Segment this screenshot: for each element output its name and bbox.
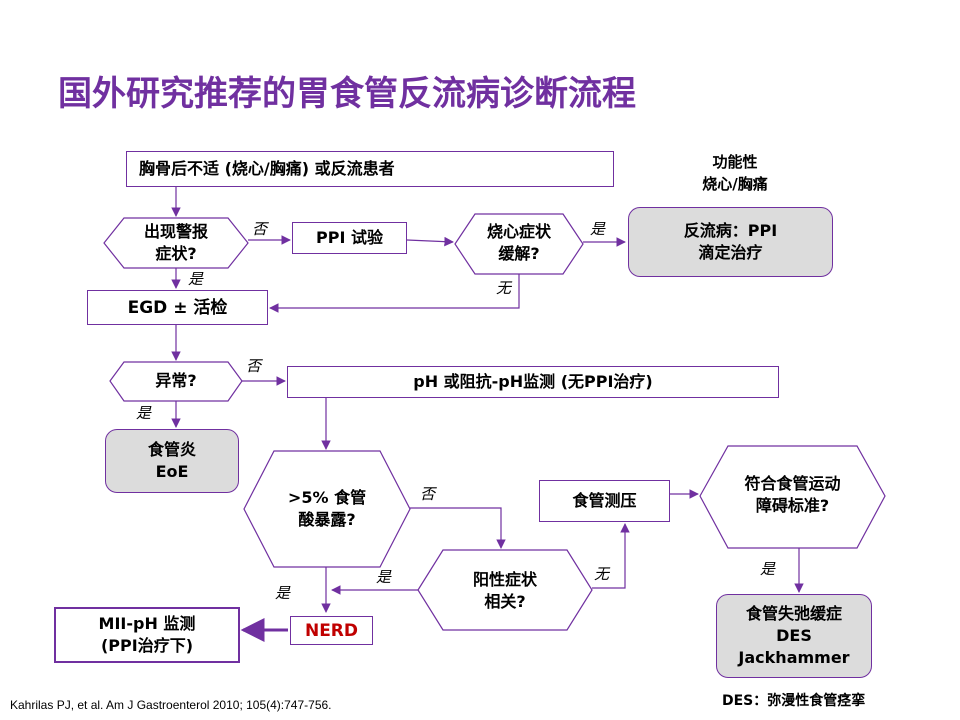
positive-label: 阳性症状 相关? <box>472 570 537 611</box>
label-abnormal-no: 否 <box>246 357 262 375</box>
start-box: 胸骨后不适 (烧心/胸痛) 或反流患者 <box>126 151 614 187</box>
start-label: 胸骨后不适 (烧心/胸痛) 或反流患者 <box>139 159 395 178</box>
edge-relief-egd <box>269 274 520 313</box>
ph-monitor-label: pH 或阻抗-pH监测 (无PPI治疗) <box>413 372 653 391</box>
hex-alarm <box>103 217 249 269</box>
hex-positive <box>417 549 593 631</box>
label-abnormal-yes: 是 <box>136 404 152 422</box>
hex-relief <box>454 213 584 275</box>
esophagitis-box: 食管炎 EoE <box>105 429 239 493</box>
egd-label: EGD ± 活检 <box>127 297 228 318</box>
motility-label: 符合食管运动 障碍标准? <box>744 474 841 515</box>
label-positive-no: 无 <box>594 565 610 583</box>
manometry-box: 食管测压 <box>539 480 670 522</box>
hex-acid <box>243 450 411 568</box>
manometry-label: 食管测压 <box>572 491 637 510</box>
edge-positive-manometry <box>592 523 630 589</box>
label-acid-no: 否 <box>420 485 436 503</box>
label-relief-yes: 是 <box>590 220 606 238</box>
edge-ppi-relief <box>406 236 454 247</box>
abnormal-label: 异常? <box>155 371 197 390</box>
label-acid-yes: 是 <box>376 568 392 586</box>
nerd-box: NERD <box>290 616 373 645</box>
acid-label: >5% 食管 酸暴露? <box>287 488 367 529</box>
label-alarm-no: 否 <box>252 220 268 238</box>
footnote: DES：弥漫性食管痉挛 <box>722 693 866 709</box>
functional-label: 功能性 烧心/胸痛 <box>702 153 768 193</box>
achalasia-box: 食管失弛缓症 DES Jackhammer <box>716 594 872 678</box>
egd-box: EGD ± 活检 <box>87 290 268 325</box>
label-motility-yes: 是 <box>760 560 776 578</box>
hex-motility <box>699 445 886 549</box>
label-relief-no: 无 <box>496 279 512 297</box>
relief-label: 烧心症状 缓解? <box>486 222 551 263</box>
mii-ph-box: MII-pH 监测 (PPI治疗下) <box>54 607 240 663</box>
ppi-trial-box: PPI 试验 <box>292 222 407 254</box>
alarm-label: 出现警报 症状? <box>143 222 208 263</box>
citation: Kahrilas PJ, et al. Am J Gastroenterol 2… <box>10 698 332 712</box>
edge-acid-positive <box>410 507 506 549</box>
label-alarm-yes: 是 <box>188 270 204 288</box>
ph-monitor-box: pH 或阻抗-pH监测 (无PPI治疗) <box>287 366 779 398</box>
reflux-ppi-box: 反流病：PPI 滴定治疗 <box>628 207 833 277</box>
nerd-label: NERD <box>304 620 359 641</box>
label-nerd-yes: 是 <box>275 584 291 602</box>
ppi-trial-label: PPI 试验 <box>316 228 383 247</box>
page-title: 国外研究推荐的胃食管反流病诊断流程 <box>58 74 636 114</box>
